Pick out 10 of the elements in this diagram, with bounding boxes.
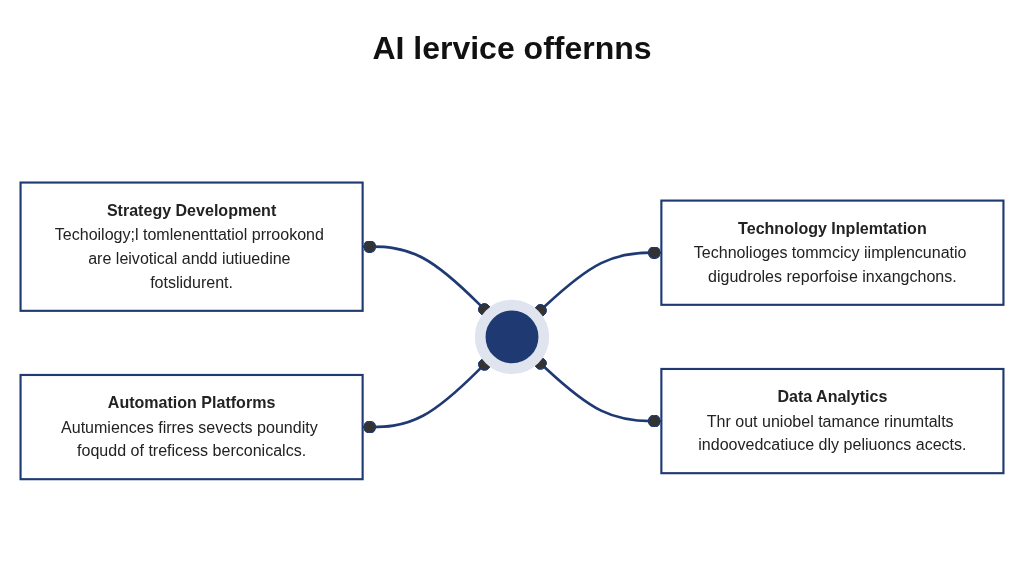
connector [362,240,491,317]
connector [362,357,491,434]
node-circle [474,299,550,375]
connector [534,357,662,428]
diagram-title: AI lervice offernns [372,30,652,67]
connector [534,246,662,318]
node-box: Technology Inplemtation Technolioges tommcicy iimplencunatio digudroles reporfoise inxangchons. [660,199,1005,306]
node-box: Strategy Development Techoilogy;l tomlenenttatiol prrookond are leivotical andd iutiuedine fotslidurent. [19,181,364,313]
node-box: Automation Platforms Autumiences firres sevects poundity foqudd of treficess berconicalcs. [19,374,364,481]
node-box: Data Analytics Thr out uniobel tamance rinumtalts indoovedcatiuce dly peliuoncs acects. [660,368,1005,475]
